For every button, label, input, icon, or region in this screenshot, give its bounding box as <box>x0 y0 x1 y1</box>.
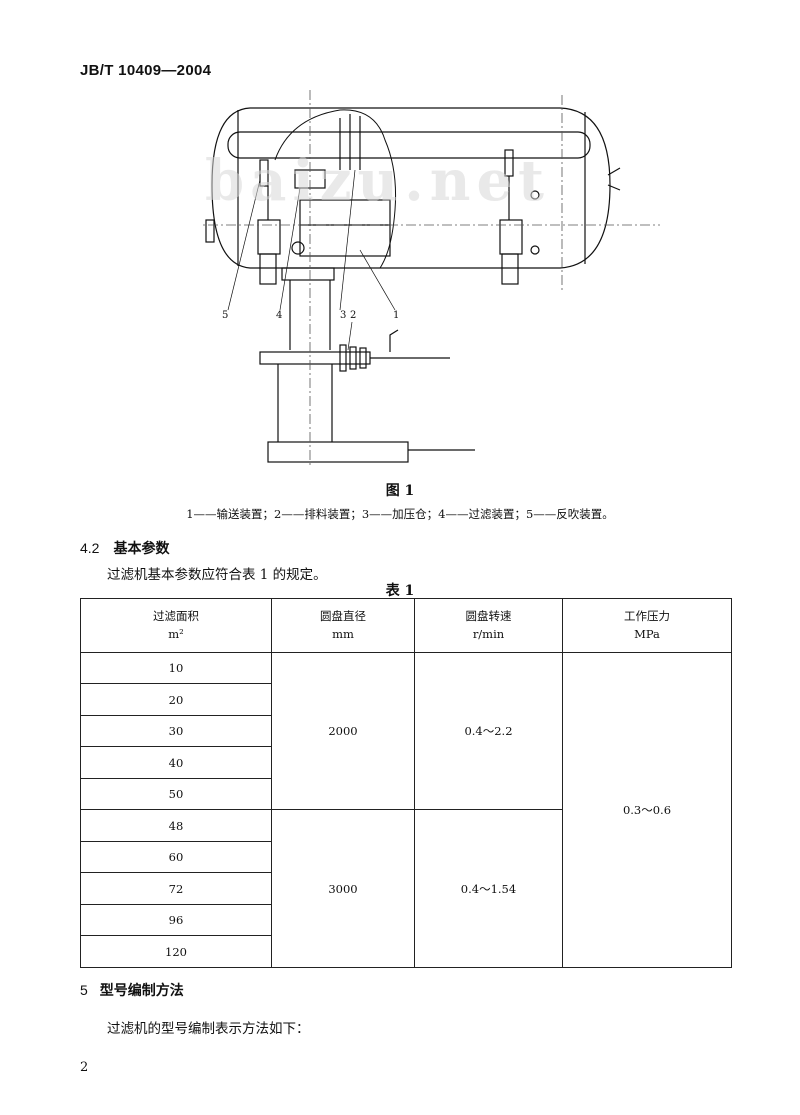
table-row: 20 <box>80 683 732 716</box>
area-cell: 30 <box>80 714 272 748</box>
area-cell: 50 <box>80 777 272 811</box>
figure-legend: 1——输送装置；2——排料装置；3——加压仓；4——过滤装置；5——反吹装置。 <box>186 507 614 521</box>
area-cell: 120 <box>80 935 272 968</box>
table-row: 48 3000 0.4～1.54 <box>80 809 732 968</box>
section-4-2-heading: 4.2 基本参数 <box>80 538 169 558</box>
speed-cell: 0.4～2.2 <box>414 651 563 811</box>
area-cell: 96 <box>80 903 272 937</box>
diameter-cell: 3000 <box>271 809 415 968</box>
table-title: 表 1 <box>385 583 415 599</box>
area-cell: 20 <box>80 683 272 716</box>
page-number: 2 <box>80 1060 89 1075</box>
section-title: 基本参数 <box>113 541 170 557</box>
area-cell: 10 <box>80 651 272 685</box>
pressure-cell: 0.3～0.6 <box>562 651 732 969</box>
section-number: 5 <box>80 982 88 998</box>
callout-5: 5 <box>222 310 228 321</box>
callout-1: 1 <box>393 310 399 321</box>
table-row: 50 <box>80 777 732 811</box>
callout-3: 3 <box>340 310 346 321</box>
section-5-paragraph: 过滤机的型号编制表示方法如下： <box>107 1021 310 1037</box>
figure-title: 图 1 <box>385 483 415 499</box>
section-title: 型号编制方法 <box>99 983 184 999</box>
area-cell: 48 <box>80 809 272 842</box>
section-5-heading: 5 型号编制方法 <box>80 980 184 1000</box>
area-cell: 72 <box>80 872 272 905</box>
section-4-2-paragraph: 过滤机基本参数应符合表 1 的规定。 <box>107 567 327 583</box>
section-number: 4.2 <box>80 540 100 556</box>
table-row: 120 <box>80 935 732 968</box>
area-cell: 60 <box>80 840 272 874</box>
speed-cell: 0.4～1.54 <box>414 809 563 968</box>
table-row: 96 <box>80 903 732 937</box>
table-row: 10 2000 0.4～2.2 0.3～0.6 <box>80 651 732 969</box>
standard-code-header: JB/T 10409—2004 <box>80 62 212 79</box>
diameter-cell: 2000 <box>271 651 415 811</box>
area-cell: 40 <box>80 746 272 779</box>
watermark: baizu.net <box>205 148 550 214</box>
table-row: 72 <box>80 872 732 905</box>
callout-4: 4 <box>276 310 282 321</box>
table-row: 60 <box>80 840 732 874</box>
filter-machine-diagram: 5 4 3 2 1 baizu.net <box>200 90 660 465</box>
callout-2: 2 <box>350 310 356 321</box>
